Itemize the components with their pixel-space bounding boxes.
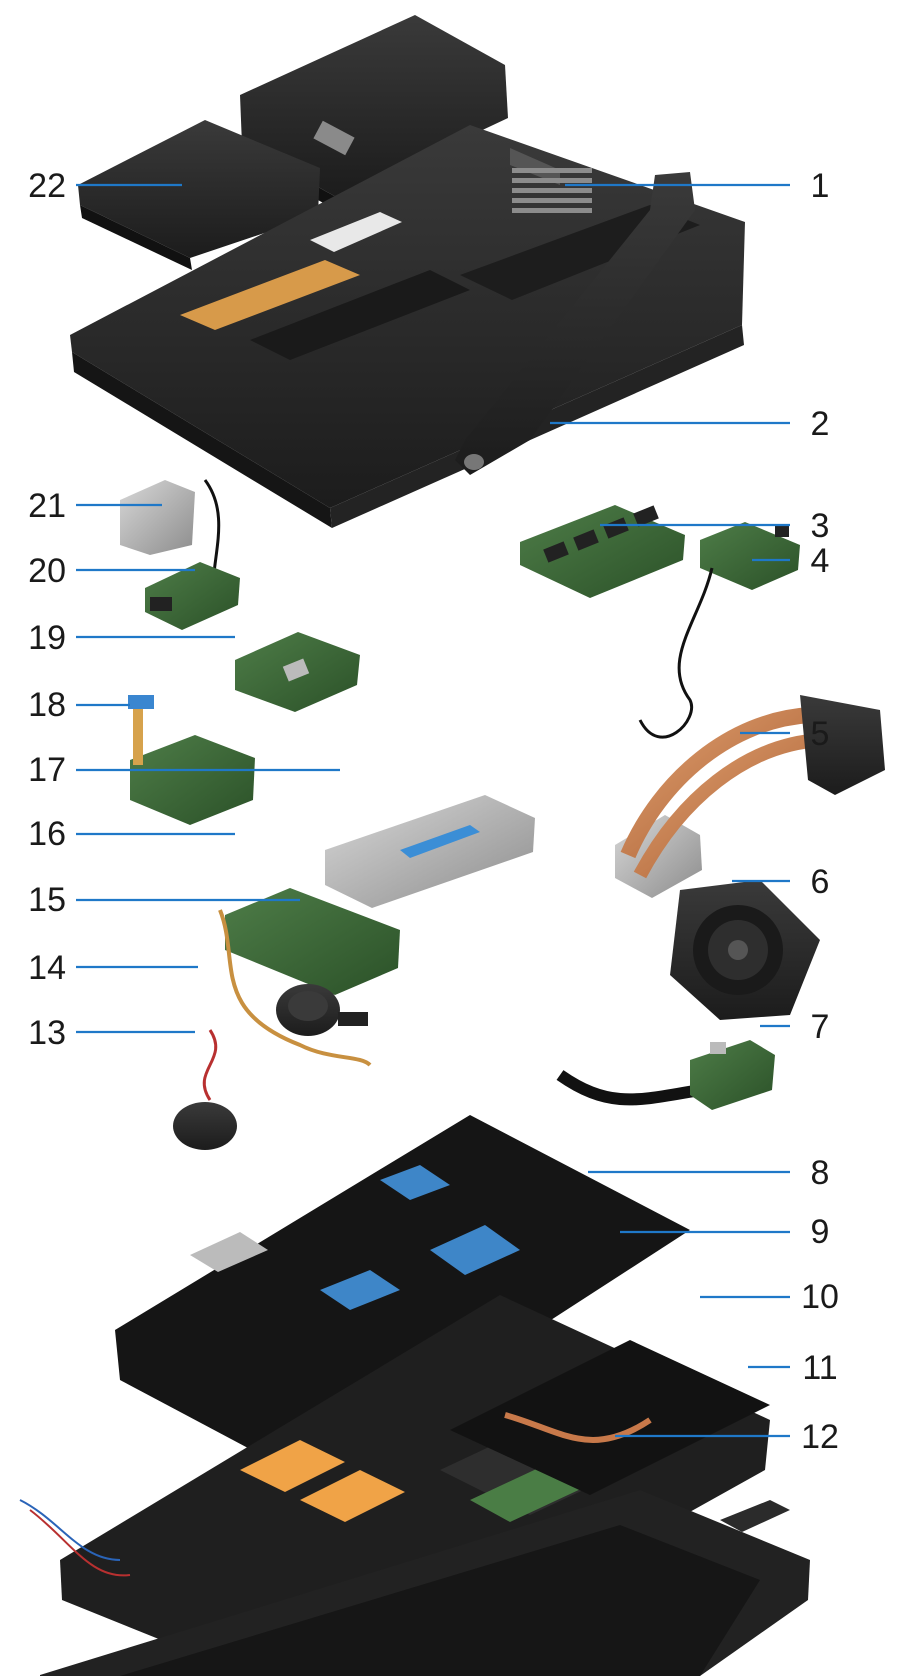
right-leader-lines	[550, 183, 790, 1438]
callout-1: 1	[811, 167, 830, 205]
right-callout-labels: 1 2 3 4 5 6 7 8 9 10 11 12	[801, 167, 839, 1456]
callout-22: 22	[28, 167, 66, 205]
board-19-illustration	[235, 632, 360, 712]
board-16-illustration	[225, 888, 400, 995]
port-board-illustration	[556, 1040, 775, 1110]
coin-battery-15-illustration	[276, 984, 368, 1036]
callout-7: 7	[811, 1008, 830, 1046]
callout-10: 10	[801, 1278, 839, 1316]
cable-4-illustration	[638, 567, 714, 739]
callout-11: 11	[802, 1349, 837, 1387]
callout-13: 13	[28, 1014, 66, 1052]
callout-3: 3	[811, 507, 830, 545]
callout-14: 14	[28, 949, 66, 987]
battery-22-illustration	[78, 120, 320, 270]
callout-18: 18	[28, 686, 66, 724]
display-illustration	[40, 1490, 810, 1676]
left-callout-labels: 22 21 20 19 18 17 16 15 14 13	[28, 167, 66, 1052]
callout-6: 6	[811, 863, 830, 901]
heatsink-illustration	[615, 695, 885, 898]
callout-2: 2	[811, 405, 830, 443]
board-4-illustration	[700, 522, 800, 590]
callout-16: 16	[28, 815, 66, 853]
ram-module-illustration	[520, 505, 685, 598]
flex-cable-14-illustration	[218, 909, 372, 1067]
board-18-illustration	[128, 695, 255, 825]
card-21-illustration	[120, 480, 195, 555]
motherboard-illustration	[115, 1115, 690, 1465]
antenna-wires-illustration	[19, 1499, 131, 1577]
left-leader-lines	[76, 183, 340, 1034]
callout-20: 20	[28, 552, 66, 590]
speaker-11-illustration	[720, 1500, 790, 1532]
keyboard-illustration	[450, 1340, 770, 1495]
ssd-illustration	[325, 795, 535, 908]
callout-9: 9	[811, 1213, 830, 1251]
callout-17: 17	[28, 751, 66, 789]
callout-21: 21	[28, 487, 66, 525]
callout-12: 12	[801, 1418, 839, 1456]
board-20-illustration	[145, 562, 240, 630]
fan-illustration	[670, 880, 820, 1020]
base-cover-illustration	[70, 125, 745, 528]
callout-4: 4	[811, 542, 830, 580]
callout-19: 19	[28, 619, 66, 657]
callout-5: 5	[811, 715, 830, 753]
callout-8: 8	[811, 1154, 830, 1192]
speaker-bar-illustration	[455, 172, 695, 475]
coin-battery-13-illustration	[173, 1029, 237, 1150]
callout-15: 15	[28, 881, 66, 919]
